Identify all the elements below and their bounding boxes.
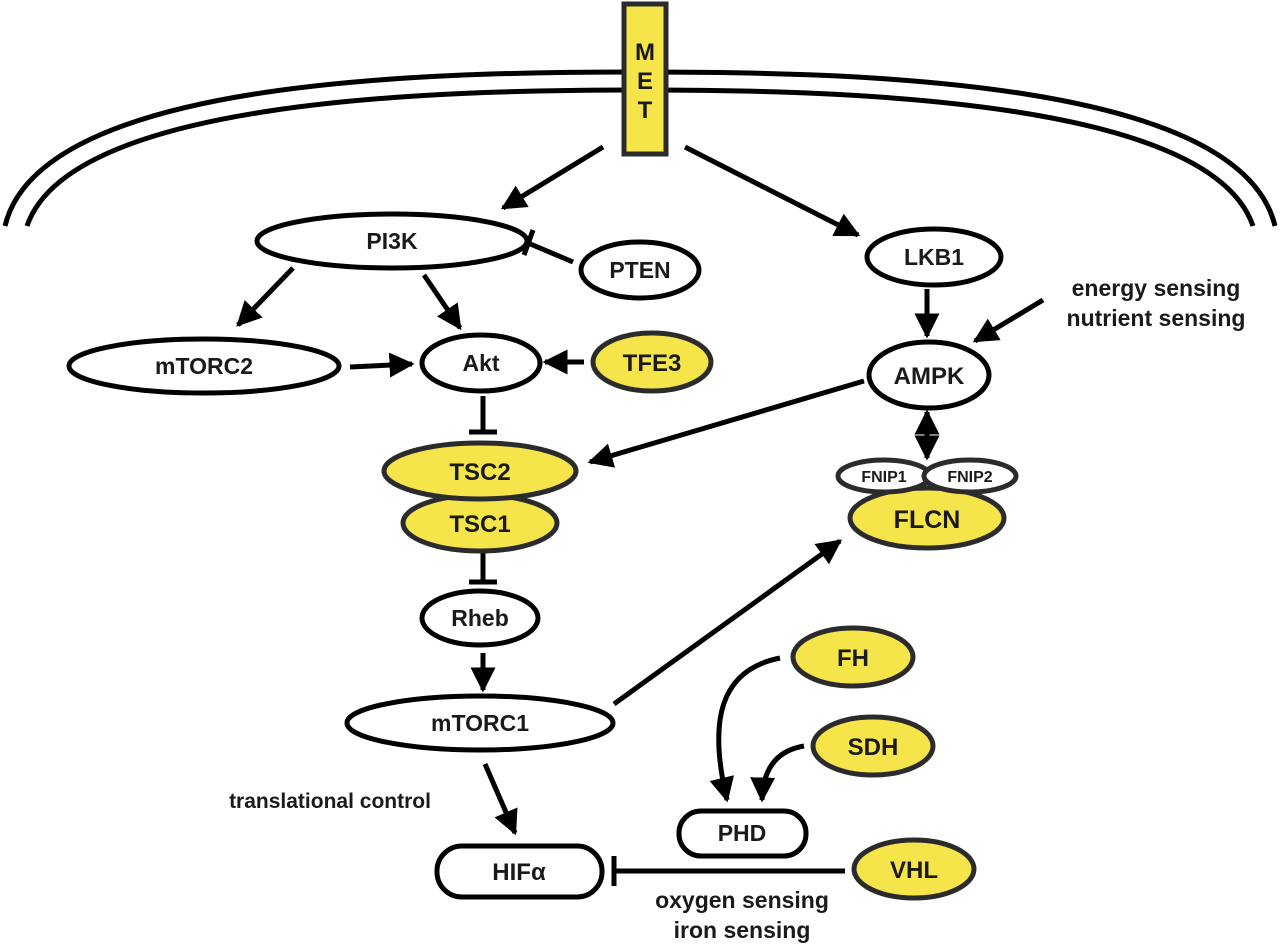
node-hifa-label: HIFα [492,859,546,886]
node-vhl[interactable]: VHL [851,837,977,901]
edge-sdh-phd [750,743,805,803]
node-pi3k-label: PI3K [366,228,418,254]
edge-ampk-tsc2 [587,378,865,468]
node-phd[interactable]: PHD [676,808,809,859]
edge-pten-pi3k-inhibit [527,240,574,265]
annotation-iron-sensing: iron sensing [674,917,811,943]
node-mtorc1-label: mTORC1 [431,710,529,736]
node-sdh-label: SDH [848,734,899,761]
node-tfe3[interactable]: TFE3 [590,330,714,394]
met-letter-e: E [637,68,653,95]
annotation-translational-control: translational control [229,790,431,813]
annotation-energy-sensing: energy sensing [1072,275,1241,301]
edge-mtorc1-flcn [612,538,843,707]
node-tsc1-label: TSC1 [449,511,510,538]
edge-fh-phd [709,655,781,803]
edge-met-lkb1 [683,144,861,238]
node-fnip1-label: FNIP1 [861,469,906,486]
node-flcn-label: FLCN [894,506,961,534]
edge-pi3k-akt [421,273,463,331]
node-pten[interactable]: PTEN [578,239,702,301]
node-pten-label: PTEN [609,257,670,283]
node-rheb[interactable]: Rheb [419,588,541,648]
node-vhl-label: VHL [890,857,938,884]
met-letter-m: M [635,39,655,66]
node-tsc1[interactable]: TSC1 [400,492,560,554]
node-phd-label: PHD [718,820,767,846]
edge-met-pi3k [500,144,605,211]
node-akt-label: Akt [462,350,499,376]
annotation-oxygen-sensing: oxygen sensing [655,887,829,913]
node-sdh[interactable]: SDH [810,714,936,778]
node-fh-label: FH [837,645,869,672]
node-tfe3-label: TFE3 [623,350,682,377]
edge-mtorc2-akt [349,352,415,378]
met-letter-t: T [638,97,653,124]
node-lkb1[interactable]: LKB1 [864,226,1004,288]
node-ampk-label: AMPK [894,363,965,390]
node-hifa[interactable]: HIFα [434,843,605,900]
edge-sensing-ampk [972,297,1045,344]
node-rheb-label: Rheb [451,605,509,631]
edge-mtorc1-hifa [482,763,518,836]
node-fnip2[interactable]: FNIP2 [921,457,1019,495]
node-tsc2-label: TSC2 [449,459,510,486]
node-lkb1-label: LKB1 [904,244,964,270]
met-receptor[interactable]: M E T [621,1,669,157]
node-flcn[interactable]: FLCN [847,485,1007,551]
node-akt[interactable]: Akt [419,332,543,394]
node-fh[interactable]: FH [790,625,916,689]
annotation-nutrient-sensing: nutrient sensing [1067,305,1246,331]
node-tsc2[interactable]: TSC2 [381,440,579,502]
edge-pi3k-mtorc2 [236,266,295,327]
node-fnip2-label: FNIP2 [947,469,992,486]
node-pi3k[interactable]: PI3K [254,211,530,271]
node-mtorc2-label: mTORC2 [155,353,253,379]
node-mtorc1[interactable]: mTORC1 [344,693,616,753]
node-fnip1[interactable]: FNIP1 [835,457,933,495]
node-ampk[interactable]: AMPK [866,339,992,411]
node-mtorc2[interactable]: mTORC2 [66,336,342,396]
